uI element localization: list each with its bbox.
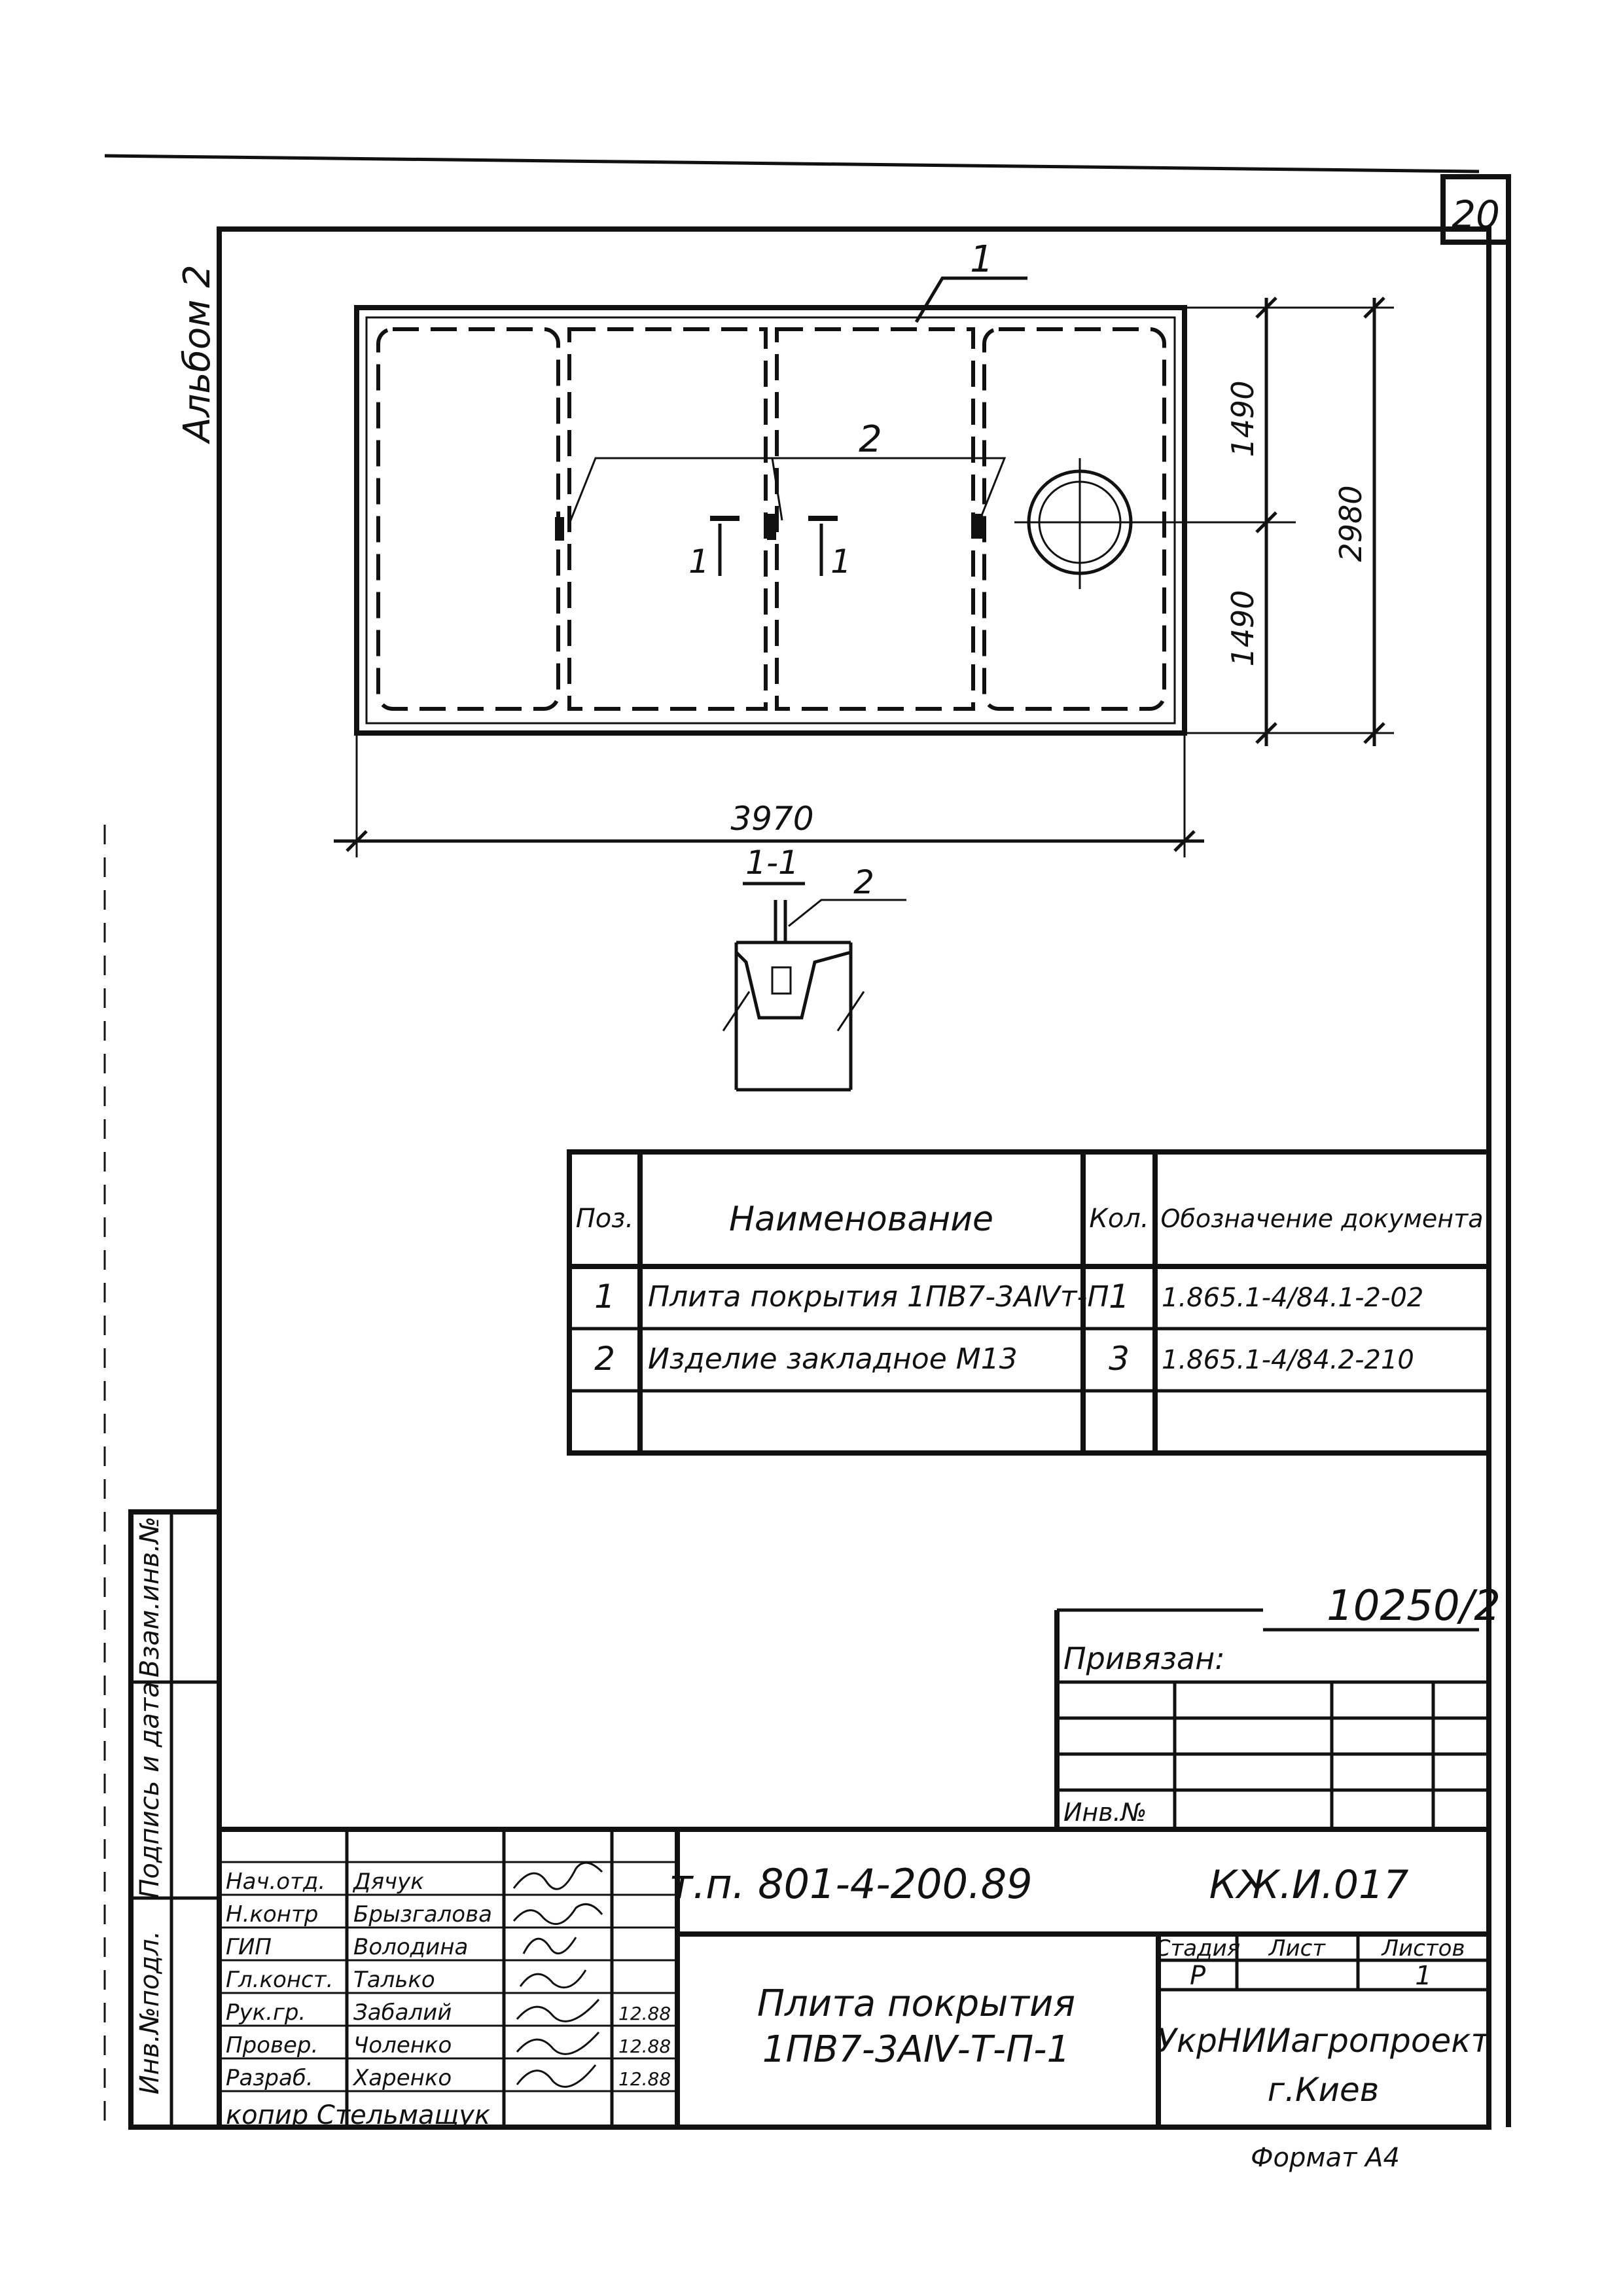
staff-role-7: Разраб. [226, 2065, 313, 2091]
staff-name-5: Забалий [353, 2000, 452, 2026]
signature-7 [516, 2064, 597, 2088]
spec-row-1-name: Плита покрытия 1ПВ7-3АⅣт-П [648, 1280, 1109, 1314]
leader-slab-line [914, 276, 1027, 323]
sheet-top-edge [104, 154, 1480, 173]
side-stamp-inv-orig: Инв.№подл. [135, 1931, 165, 2095]
spec-row-1-pos: 1 [594, 1278, 615, 1316]
vertical-dimensions [1185, 296, 1394, 746]
slab-plan [354, 305, 1296, 736]
project-code: т.п. 801-4-200.89 [669, 1860, 1032, 1908]
staff-role-1: Нач.отд. [226, 1869, 325, 1895]
organization: УкрНИИагропроект [1156, 2022, 1491, 2060]
sheet-number-box [1440, 174, 1511, 245]
sheets-value: 1 [1415, 1961, 1431, 1991]
signatures [512, 1861, 603, 2088]
staff-role-4: Гл.конст. [226, 1967, 333, 1993]
staff-name-4: Талько [353, 1967, 435, 1993]
spec-header-name: Наименование [729, 1200, 993, 1239]
sheet-label: Лист [1268, 1935, 1326, 1962]
staff-name-7: Харенко [352, 2065, 452, 2091]
staff-role-3: ГИП [226, 1934, 272, 1960]
sheet-number: 20 [1452, 192, 1500, 237]
signature-2 [512, 1903, 603, 1925]
side-stamp-replace-inv: Взам.инв.№ [135, 1516, 165, 1677]
binding-label: Привязан: [1063, 1641, 1225, 1676]
drawing-frame [217, 226, 1491, 2130]
sheet-format: Формат А4 [1251, 2143, 1400, 2173]
rib-cell-3 [775, 327, 975, 711]
embedded-item-1 [555, 517, 564, 541]
binding-inv-label: Инв.№ [1063, 1798, 1147, 1827]
leader-embedded-line [568, 457, 1007, 524]
leader-embedded-number: 2 [859, 418, 882, 461]
binding-number: 10250/2 [1327, 1582, 1501, 1630]
drawing-mark: 1ПВ7-3АⅣ-Т-П-1 [762, 2028, 1070, 2071]
leader-slab-number: 1 [970, 238, 993, 281]
signature-5 [516, 1998, 600, 2022]
section-leader-number: 2 [853, 863, 874, 901]
spec-row-2-pos: 2 [594, 1340, 615, 1378]
staff-name-1: Дячук [352, 1869, 424, 1895]
dim-half-top: 1490 [1225, 380, 1260, 457]
spec-row-2-name: Изделие закладное М13 [648, 1342, 1018, 1376]
signature-1 [512, 1861, 603, 1890]
staff-name-2: Брызгалова [353, 1901, 492, 1928]
stage-label: Стадия [1155, 1935, 1240, 1962]
slab-inner-edge [365, 316, 1176, 725]
spec-row-2-doc: 1.865.1-4/84.2-210 [1162, 1345, 1414, 1375]
horizontal-dimension [334, 733, 1204, 857]
section-mark-right: 1 [830, 543, 851, 581]
staff-date-6: 12.88 [618, 2036, 671, 2057]
organization-city: г.Киев [1268, 2071, 1379, 2109]
slab-outline [354, 305, 1187, 736]
signature-4 [519, 1969, 587, 1989]
spec-table-grid [567, 1149, 1491, 1456]
staff-role-6: Провер. [226, 2032, 318, 2058]
sheets-label: Листов [1380, 1935, 1465, 1962]
staff-rows: Нач.отд. Дячук Н.контр Брызгалова ГИП Во… [226, 1869, 671, 2091]
staff-date-7: 12.88 [618, 2068, 671, 2090]
doc-code: КЖ.И.017 [1209, 1862, 1409, 1908]
staff-date-5: 12.88 [618, 2003, 671, 2024]
spec-row-1-doc: 1.865.1-4/84.1-2-02 [1162, 1283, 1423, 1313]
spec-header-pos: Поз. [576, 1204, 634, 1234]
side-stamp-signature-date: Подпись и дата [135, 1681, 165, 1898]
binding-grid [1054, 1608, 1489, 1829]
spec-header-qty: Кол. [1089, 1204, 1149, 1234]
stage-value: Р [1190, 1961, 1206, 1991]
spec-header-doc: Обозначение документа [1160, 1204, 1483, 1233]
rib-cell-4 [982, 327, 1166, 711]
embedded-item-2 [767, 514, 776, 540]
spec-row-1-qty: 1 [1109, 1278, 1130, 1316]
side-stamp-grid [128, 1509, 222, 2130]
staff-role-2: Н.контр [226, 1901, 318, 1928]
staff-name-6: Чоленко [353, 2032, 452, 2058]
dim-half-bottom: 1490 [1225, 590, 1260, 666]
copied-by: копир Стельмащук [226, 2100, 490, 2130]
signature-3 [522, 1937, 577, 1954]
leader-embedded-branch [771, 457, 783, 521]
section-view [722, 899, 906, 1092]
title-block-grid [219, 1827, 1489, 2127]
section-title: 1-1 [745, 844, 799, 882]
dim-length: 3970 [730, 800, 813, 838]
drawing-title: Плита покрытия [757, 1982, 1075, 2025]
rib-cell-1 [376, 327, 560, 711]
section-mark-left: 1 [688, 543, 709, 581]
staff-role-5: Рук.гр. [226, 2000, 306, 2026]
rib-cell-2 [567, 327, 768, 711]
dim-width: 2980 [1333, 485, 1368, 562]
signature-6 [516, 2031, 600, 2055]
spec-row-2-qty: 3 [1109, 1340, 1130, 1378]
staff-name-3: Володина [353, 1934, 468, 1960]
album-label: Альбом 2 [176, 264, 219, 444]
